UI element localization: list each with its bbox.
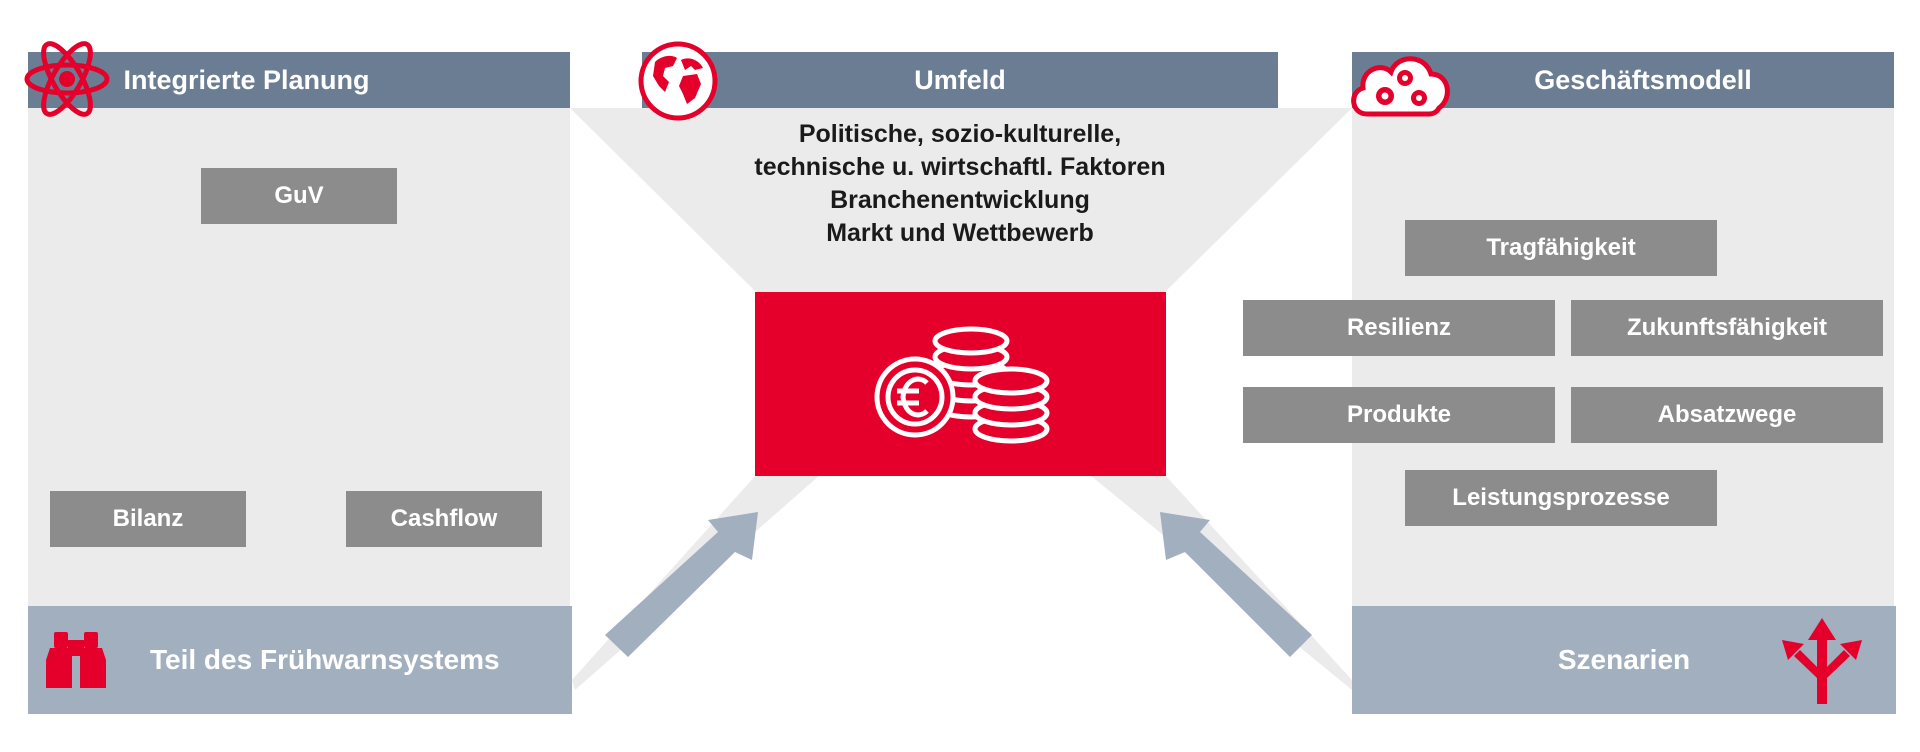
umfeld-line-3: Branchenentwicklung: [830, 186, 1090, 214]
right-panel: [1352, 108, 1894, 606]
right-footer-label: Szenarien: [1557, 644, 1691, 675]
umfeld-factors: Politische, sozio-kulturelle, technische…: [700, 118, 1220, 250]
split-arrows-icon: [1780, 618, 1864, 704]
left-header: Integrierte Planung: [28, 52, 570, 108]
binoculars-icon: [44, 630, 108, 690]
right-funnel-top: [1088, 108, 1352, 292]
leistungsprozesse-box: Leistungsprozesse: [1405, 470, 1717, 526]
cloud-gears-icon: [1345, 44, 1455, 120]
left-input-arrow: [605, 512, 758, 657]
left-footer-label: Teil des Frühwarnsystems: [150, 644, 500, 675]
center-header: Umfeld: [642, 52, 1278, 108]
umfeld-line-2: technische u. wirtschaftl. Faktoren: [754, 153, 1166, 181]
bilanz-box: Bilanz: [50, 491, 246, 547]
right-input-arrow: [1160, 512, 1312, 657]
tragfaehigkeit-box: Tragfähigkeit: [1405, 220, 1717, 276]
left-footer: Teil des Frühwarnsystems: [28, 606, 572, 714]
cashflow-box: Cashflow: [346, 491, 542, 547]
produkte-box: Produkte: [1243, 387, 1555, 443]
absatzwege-box: Absatzwege: [1571, 387, 1883, 443]
right-header-title: Geschäftsmodell: [1534, 64, 1752, 95]
umfeld-line-1: Politische, sozio-kulturelle,: [798, 120, 1122, 148]
globe-icon: [637, 40, 719, 122]
left-header-title: Integrierte Planung: [123, 64, 370, 95]
umfeld-line-4: Markt und Wettbewerb: [826, 219, 1094, 247]
center-header-title: Umfeld: [914, 64, 1006, 95]
euro-coins-icon: [874, 326, 1049, 444]
core-box: [755, 292, 1166, 476]
guv-box: GuV: [201, 168, 397, 224]
atom-icon: [22, 32, 112, 122]
zukunftsfaehigkeit-box: Zukunftsfähigkeit: [1571, 300, 1883, 356]
resilienz-box: Resilienz: [1243, 300, 1555, 356]
